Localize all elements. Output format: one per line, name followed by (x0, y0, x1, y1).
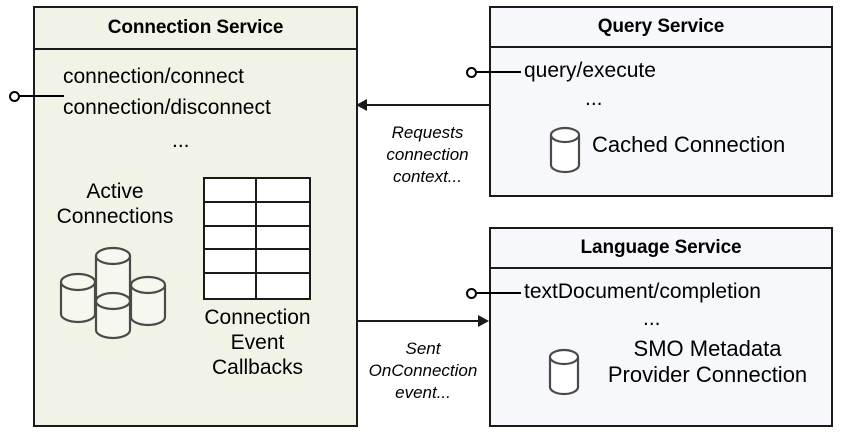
grid-cell (205, 202, 257, 227)
database-cluster-icon (52, 243, 174, 345)
language-service-title: Language Service (491, 229, 831, 269)
active-connections-line-1: Active (86, 180, 144, 203)
cached-connection-cylinder-icon (547, 126, 583, 174)
provided-interface-stem (477, 292, 521, 294)
provided-interface-stem (20, 95, 64, 97)
grid-cell (205, 250, 257, 275)
connection-service-title: Connection Service (35, 8, 356, 50)
arrow-query-to-connection-line (366, 104, 489, 106)
connection-service-api-ellipsis: ... (172, 129, 190, 152)
grid-cell (257, 274, 309, 298)
grid-cell (257, 203, 309, 227)
query-service-api-ellipsis: ... (585, 87, 603, 110)
arrow-connection-to-language-line (358, 320, 478, 322)
grid-cell (257, 250, 309, 275)
smo-store-line-2: Provider Connection (607, 361, 808, 387)
arrow-connection-to-language-label: Sent OnConnection event... (358, 338, 488, 404)
grid-cell (205, 226, 257, 251)
sent-label-line-3: event... (395, 383, 451, 403)
connection-service-provided-interface[interactable] (9, 86, 64, 106)
requests-label-line-3: context... (393, 167, 462, 187)
arrow-query-to-connection-label: Requests connection context... (366, 122, 489, 188)
query-service-provided-interface[interactable] (466, 62, 521, 82)
cached-connection-label: Cached Connection (592, 132, 786, 157)
active-connections-line-2: Connections (56, 204, 174, 228)
smo-metadata-cylinder-icon (546, 348, 582, 396)
grid-cell (205, 274, 257, 298)
sent-label-line-1: Sent (405, 339, 441, 358)
arrow-connection-to-language-head (478, 315, 489, 327)
callbacks-line-2: Event (230, 330, 285, 354)
callbacks-line-1: Connection (204, 306, 311, 329)
connection-service-api-connect: connection/connect (63, 65, 244, 88)
active-connections-label: Active Connections (40, 180, 190, 230)
grid-cell (205, 179, 257, 203)
language-service-component[interactable]: Language Service (489, 227, 833, 427)
language-service-provided-interface[interactable] (466, 283, 521, 303)
provided-interface-stem (477, 71, 521, 73)
language-service-api: textDocument/completion (524, 280, 761, 303)
callbacks-line-3: Callbacks (211, 355, 304, 379)
provided-interface-ball-icon (466, 287, 477, 299)
query-service-api: query/execute (524, 59, 656, 82)
sent-label-line-2: OnConnection (368, 361, 478, 381)
smo-metadata-provider-connection-label: SMO Metadata Provider Connection (590, 336, 825, 388)
provided-interface-ball-icon (9, 90, 20, 102)
connection-event-callbacks-grid (203, 177, 311, 300)
connection-event-callbacks-label: Connection Event Callbacks (185, 306, 330, 380)
requests-label-line-1: Requests (391, 123, 464, 142)
query-service-component[interactable]: Query Service (489, 6, 833, 197)
requests-label-line-2: connection (386, 145, 469, 165)
grid-cell (257, 227, 309, 251)
smo-store-line-1: SMO Metadata (633, 336, 782, 361)
query-service-title: Query Service (491, 8, 831, 48)
language-service-api-ellipsis: ... (643, 307, 661, 330)
grid-cell (257, 179, 309, 203)
connection-service-api-disconnect: connection/disconnect (63, 96, 271, 119)
provided-interface-ball-icon (466, 66, 477, 78)
arrow-query-to-connection-head (356, 99, 367, 111)
